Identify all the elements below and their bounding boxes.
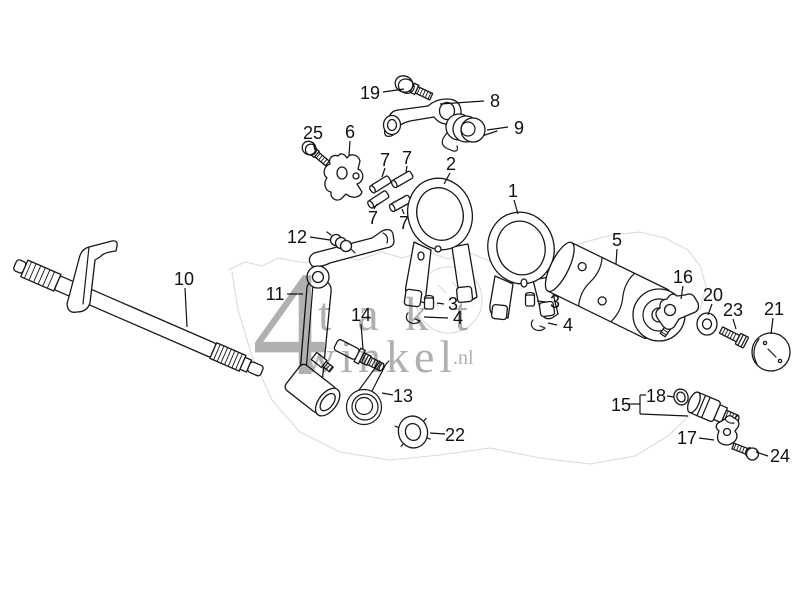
leader-line-part-18 <box>666 395 675 398</box>
watermark-takt: takt <box>318 288 494 341</box>
part-1-shift-fork-drawing <box>487 211 559 321</box>
leader-line-part-7 <box>401 208 405 215</box>
part-number-5: 5 <box>612 230 622 250</box>
part-number-16: 16 <box>673 267 693 287</box>
part-number-12: 12 <box>287 227 307 247</box>
part-number-4: 4 <box>453 308 463 328</box>
part-number-9: 9 <box>514 118 524 138</box>
part-number-11: 11 <box>266 284 285 304</box>
part-20-washer-drawing <box>696 312 718 336</box>
leader-line-part-7 <box>381 167 386 178</box>
part-number-21: 21 <box>764 299 784 319</box>
leader-line-part-17 <box>698 437 715 441</box>
part-18-oring-drawing <box>673 388 689 406</box>
leader-line-part-3 <box>436 302 445 305</box>
part-13-spring-drawing <box>345 360 390 426</box>
part-number-18: 18 <box>646 386 666 406</box>
arm-boss <box>284 363 341 417</box>
leader-line-part-20 <box>707 303 713 316</box>
part-number-6: 6 <box>345 122 355 142</box>
part-number-7: 7 <box>368 208 378 228</box>
leader-line-part-4 <box>423 316 449 319</box>
part-25-bolt-drawing <box>301 140 330 167</box>
leader-line-part-23 <box>732 318 737 330</box>
leader-line-part-5 <box>615 248 618 265</box>
watermark: 4 takt winkel .nl <box>252 241 494 407</box>
part-7-pin-drawing <box>367 170 414 213</box>
part-10-shaft-drawing <box>13 240 264 377</box>
part-17-clip-drawing <box>715 415 740 446</box>
part-number-25: 25 <box>303 123 323 143</box>
part-14-stud-drawing <box>333 339 385 372</box>
part-number-1: 1 <box>508 181 518 201</box>
part-number-8: 8 <box>490 91 500 111</box>
part-number-20: 20 <box>703 285 723 305</box>
leader-line-part-8 <box>439 100 485 105</box>
part-24-bolt-drawing <box>731 442 760 461</box>
part-16-plate-drawing <box>655 293 700 338</box>
part-12-spring-drawing <box>326 231 356 254</box>
leader-line-part-12 <box>309 236 331 241</box>
part-number-7: 7 <box>402 148 412 168</box>
part-6-stopper-plate-drawing <box>323 153 364 201</box>
leader-line-part-7 <box>405 165 408 173</box>
part-number-19: 19 <box>360 83 380 103</box>
leader-line-part-2 <box>443 172 451 185</box>
part-number-7: 7 <box>380 150 390 170</box>
leader-line-part-16 <box>680 285 684 300</box>
part-number-3: 3 <box>448 294 458 314</box>
part-number-23: 23 <box>723 300 743 320</box>
part-9-spring-drawing <box>441 113 498 152</box>
leader-line-part-6 <box>348 140 351 156</box>
leader-line-part-1 <box>513 199 519 215</box>
part-number-3: 3 <box>550 292 560 312</box>
leader-line-part-13 <box>381 392 394 396</box>
part-number-7: 7 <box>399 213 409 233</box>
part-4-clip-drawing <box>405 312 546 332</box>
part-number-15: 15 <box>611 395 631 415</box>
leader-line-part-22 <box>429 432 446 435</box>
leader-line-part-24 <box>755 451 769 457</box>
part-23-bolt-drawing <box>718 326 749 349</box>
part-number-2: 2 <box>446 154 456 174</box>
arm-pawl-pin <box>310 351 334 373</box>
part-number-10: 10 <box>174 269 194 289</box>
leader-line-part-4 <box>547 322 558 326</box>
part-number-4: 4 <box>563 315 573 335</box>
watermark-winkel: winkel <box>302 331 457 382</box>
part-21-cap-drawing <box>751 332 791 372</box>
part-22-seal-drawing <box>394 415 431 449</box>
leader-line-part-21 <box>770 317 774 335</box>
leader-line-part-10 <box>184 287 188 328</box>
shaft-stopper-arm <box>66 240 118 313</box>
part-number-17: 17 <box>677 428 697 448</box>
part-8-stopper-arm-drawing <box>382 98 462 137</box>
part-11-gearshift-arm-drawing <box>284 228 395 417</box>
leader-line-part-19 <box>382 88 405 93</box>
leader-line-part-9 <box>486 126 509 131</box>
part-number-24: 24 <box>770 446 790 466</box>
watermark-big-4: 4 <box>252 241 327 407</box>
part-number-14: 14 <box>351 305 371 325</box>
leader-line-part-7 <box>373 203 378 210</box>
part-number-22: 22 <box>445 425 465 445</box>
watermark-nl: .nl <box>453 347 474 369</box>
leader-line-part-3 <box>536 300 547 303</box>
leader-line-part-25 <box>312 141 316 151</box>
part-number-13: 13 <box>393 386 413 406</box>
part-19-bolt-drawing <box>394 75 434 101</box>
leader-line-part-15 <box>639 413 689 417</box>
part-3-pin-drawing <box>423 291 536 310</box>
leader-line-part-14 <box>360 323 364 350</box>
part-2-shift-fork-drawing <box>403 177 478 308</box>
